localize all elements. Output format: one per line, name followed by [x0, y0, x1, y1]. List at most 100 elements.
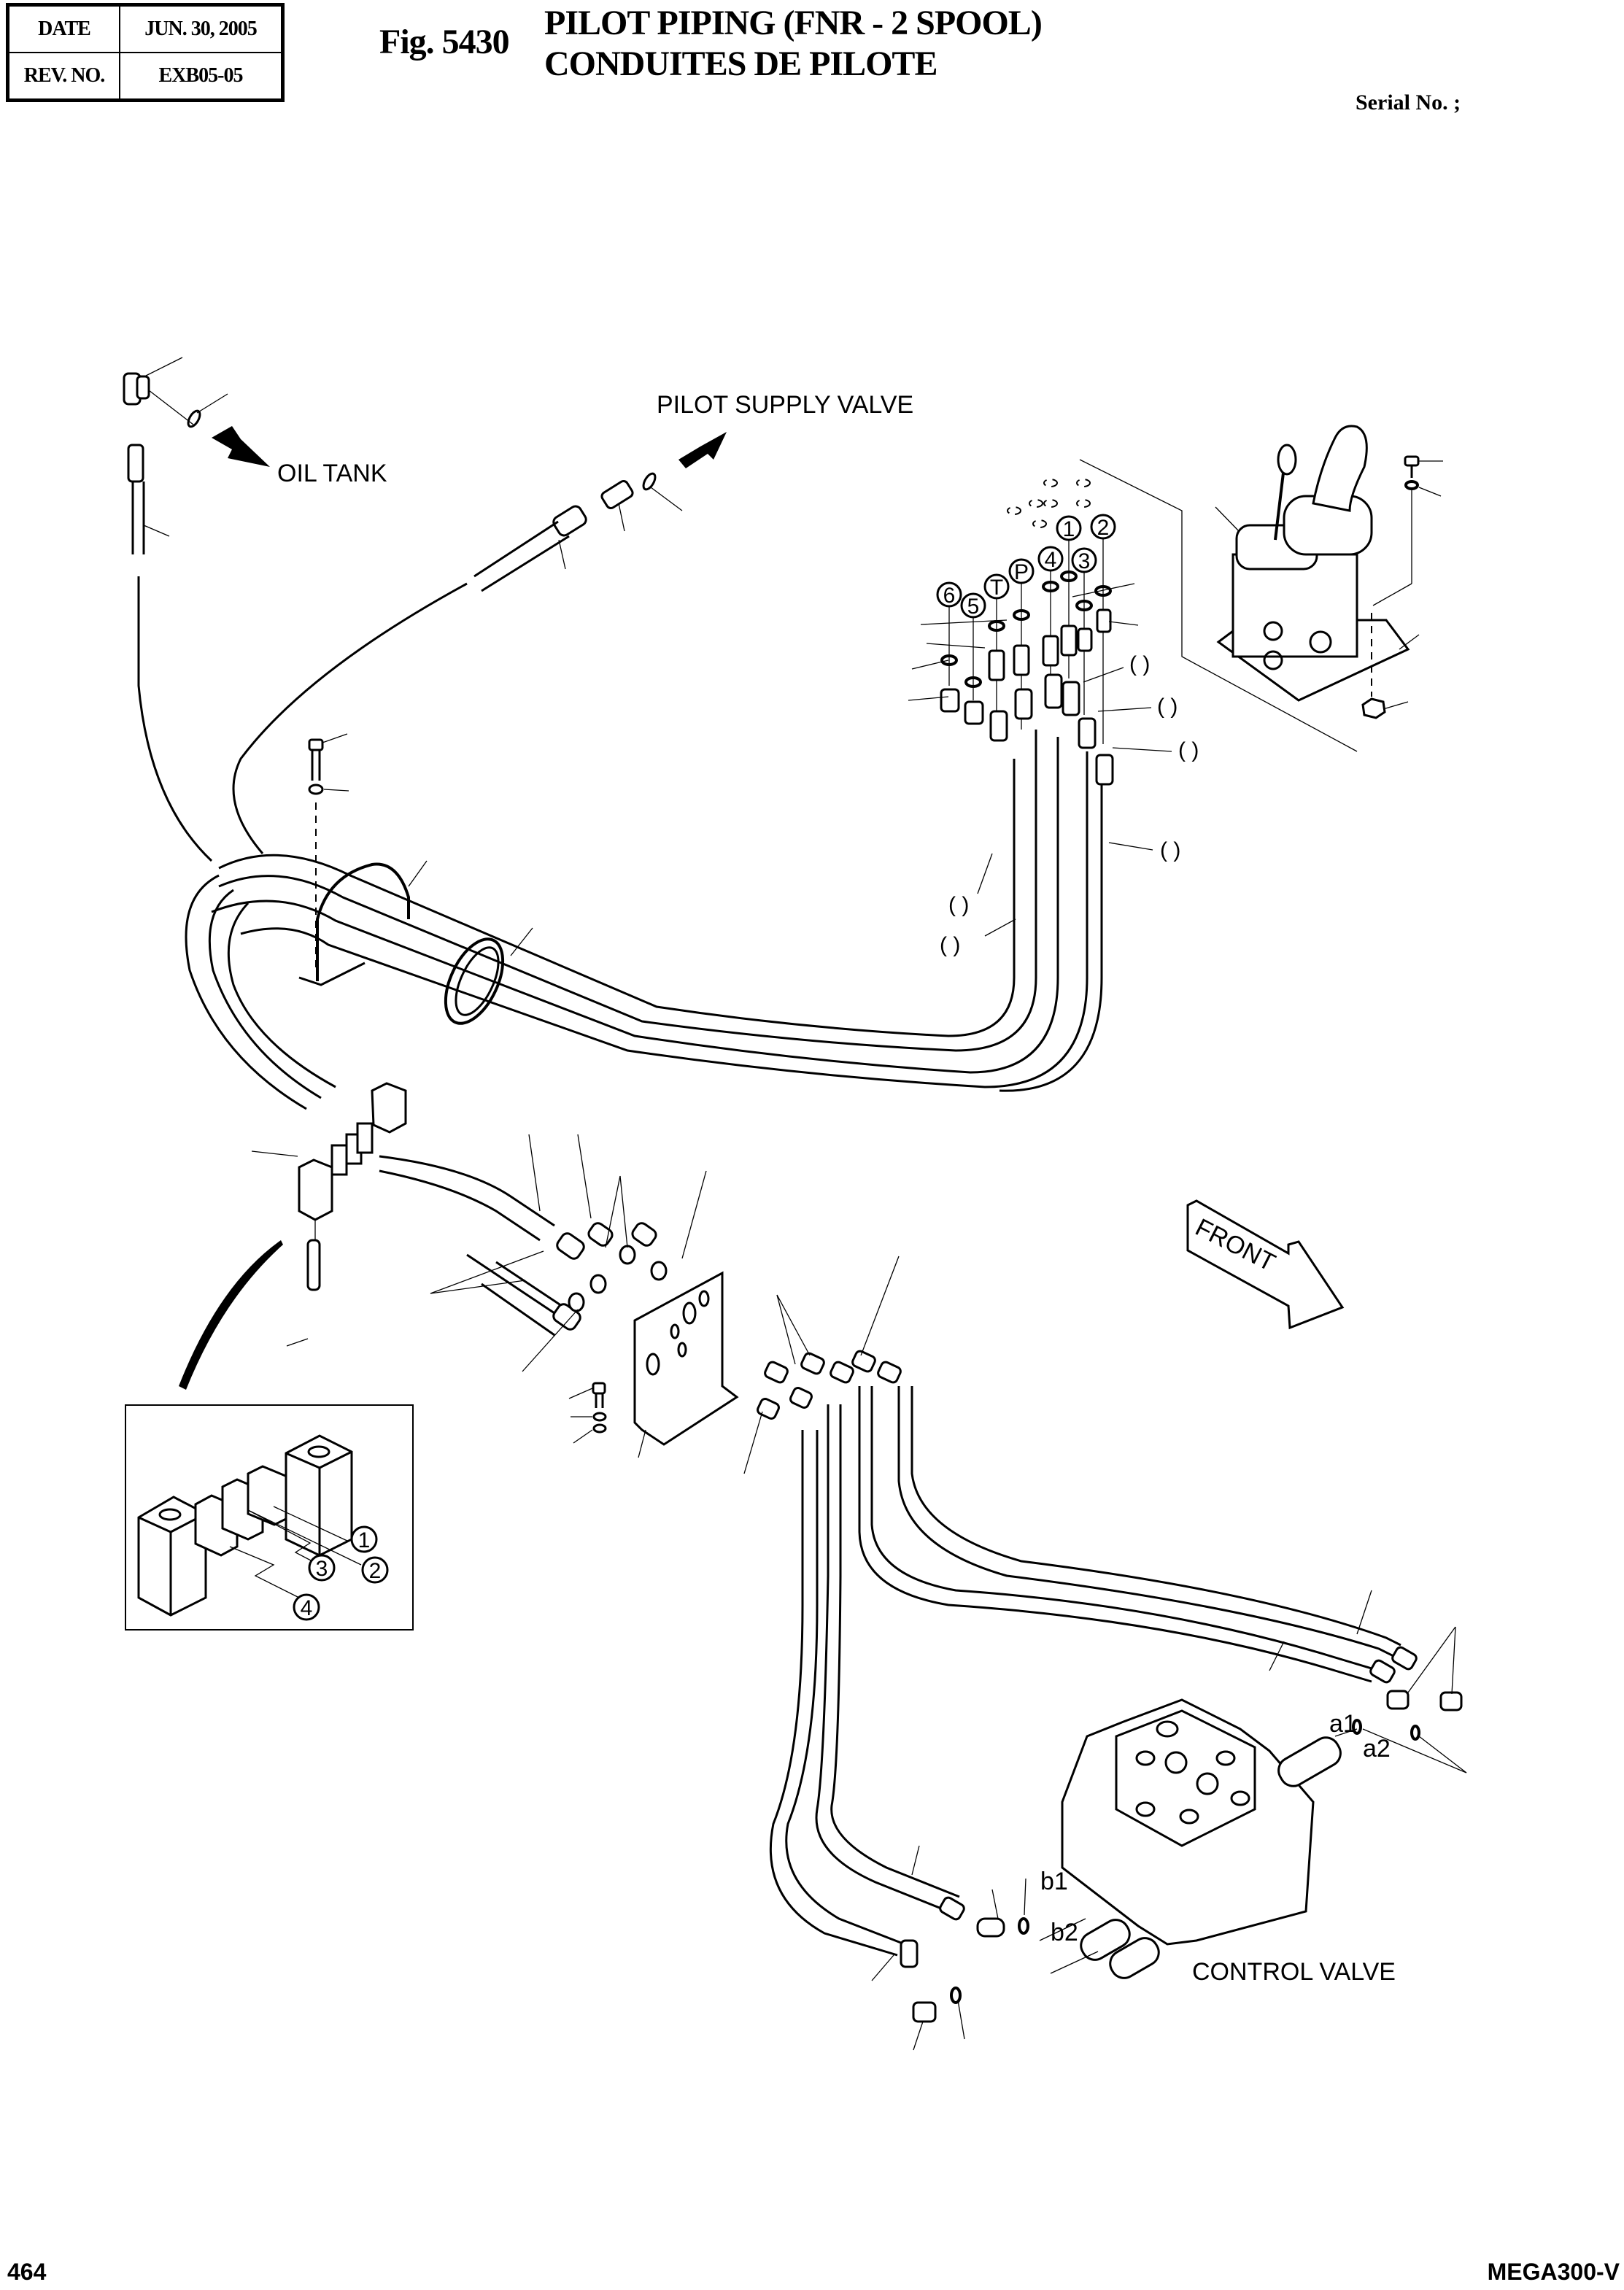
bracket-bolt: [592, 1382, 606, 1395]
leader-line: [323, 789, 349, 792]
bracket-plate: [633, 1271, 739, 1446]
oil-tank-fitting-group: OIL TANK: [123, 357, 387, 862]
svg-text:4: 4: [301, 1596, 313, 1620]
hose-end-fitting: [900, 1939, 919, 1968]
bundle-hose: [218, 759, 1016, 1037]
nut: [619, 1245, 636, 1265]
mount-washer: [1404, 480, 1419, 490]
hose-ref-callout: ( ): [1129, 652, 1150, 676]
tank-return-hose: [137, 576, 213, 862]
bracket-bolt-group: [308, 733, 349, 970]
o-ring: [950, 1987, 962, 2004]
leader-line: [984, 918, 1016, 937]
valve-port: [1215, 1750, 1236, 1766]
port-fittings: [908, 538, 1139, 744]
leader-line: [991, 1889, 999, 1919]
hose-ref-callout: ( ): [1157, 695, 1178, 719]
port-label-b1: b1: [1040, 1868, 1068, 1895]
leader-line: [1334, 1728, 1358, 1737]
hose-line: [769, 1430, 898, 1957]
port-callout-5: 5: [960, 592, 986, 619]
page-title: PILOT PIPING (FNR - 2 SPOOL) CONDUITES D…: [544, 3, 1043, 85]
leader-line: [573, 1429, 593, 1444]
port-marker: [1029, 499, 1043, 508]
pilot-supply-arrow-icon: [678, 432, 727, 468]
leader-line: [430, 1280, 526, 1294]
joystick-valve-body: [1231, 553, 1358, 658]
leader-line: [577, 1134, 592, 1219]
bracket-hole: [677, 1342, 687, 1358]
leader-line: [528, 1134, 541, 1212]
control-valve-top-face: [1115, 1709, 1256, 1847]
inset-callout-3: 3: [308, 1554, 336, 1582]
port-marker: [1032, 519, 1047, 528]
leader-line: [229, 1546, 300, 1598]
adapter-fitting: [789, 1387, 813, 1409]
leader-line: [618, 503, 625, 532]
port-marker: [1043, 499, 1058, 508]
port-plane-outline: [1079, 459, 1358, 752]
supply-hose-curve: [232, 582, 468, 854]
title-english: PILOT PIPING (FNR - 2 SPOOL): [544, 4, 1043, 42]
rev-label: REV. NO.: [7, 52, 120, 101]
clamp-pin: [306, 1239, 321, 1291]
bundle-loop: [227, 902, 336, 1088]
model-code: MEGA300-V: [1487, 2259, 1620, 2285]
mount-nut: [1361, 697, 1386, 719]
hose-end-fitting: [127, 444, 144, 483]
hose-line: [858, 1386, 1372, 1683]
leader-line: [145, 357, 183, 376]
washer: [592, 1412, 607, 1422]
leader-line: [430, 1250, 544, 1294]
adapter-fitting: [830, 1361, 854, 1384]
leader-line: [1399, 634, 1420, 650]
leader-line: [408, 860, 428, 887]
bundle-hose: [211, 737, 1059, 1074]
clamp-detail-inset: 1 2 3 4: [125, 1404, 414, 1631]
leader-line: [977, 853, 993, 894]
valve-port: [1135, 1750, 1156, 1766]
port-label-a1: a1: [1329, 1710, 1357, 1738]
leader-line: [322, 733, 348, 743]
hose-clamp-assembly: [179, 1082, 407, 1390]
bundle-hose: [999, 773, 1103, 1092]
hose-line: [495, 1261, 562, 1307]
port-plug: [1263, 650, 1283, 670]
leader-line: [776, 1294, 796, 1365]
leader-line: [558, 539, 566, 570]
mounting-bracket: [568, 1271, 739, 1458]
nut: [650, 1261, 668, 1281]
detail-pointer-arrow-icon: [179, 1240, 283, 1390]
grommet-inner: [455, 946, 500, 1016]
inset-callout-2: 2: [361, 1556, 389, 1584]
clamp-insert: [330, 1144, 348, 1176]
valve-port: [1156, 1720, 1179, 1738]
hose-line: [785, 1430, 905, 1946]
leader-line: [247, 1509, 362, 1566]
clamp-foot: [298, 962, 366, 986]
o-ring: [1410, 1725, 1420, 1741]
leader-line: [1407, 1626, 1456, 1693]
leader-line: [522, 1309, 579, 1372]
leader-line: [273, 1506, 349, 1542]
port-plug: [1263, 621, 1283, 641]
hose-line: [466, 1253, 555, 1315]
leader-line: [911, 1845, 920, 1876]
port-callout-4: 4: [1037, 546, 1064, 572]
grommet: [444, 937, 505, 1025]
leader-line: [1097, 707, 1152, 712]
hose-end-fitting: [1369, 1659, 1396, 1684]
hose-end-fitting: [556, 1232, 585, 1260]
hose-ref-callout: ( ): [940, 933, 960, 957]
hose-line: [481, 535, 570, 592]
port-marker: [1043, 479, 1058, 487]
bracket-hose-group: [379, 1134, 707, 1372]
leader-line: [1362, 1728, 1467, 1773]
clamp-block-left: [137, 1496, 207, 1617]
hose-line: [379, 1169, 541, 1242]
hose-end-fitting: [587, 1222, 614, 1247]
leader-line: [776, 1294, 811, 1356]
hose-end-fitting: [939, 1896, 965, 1921]
adapter-fitting: [764, 1361, 789, 1384]
